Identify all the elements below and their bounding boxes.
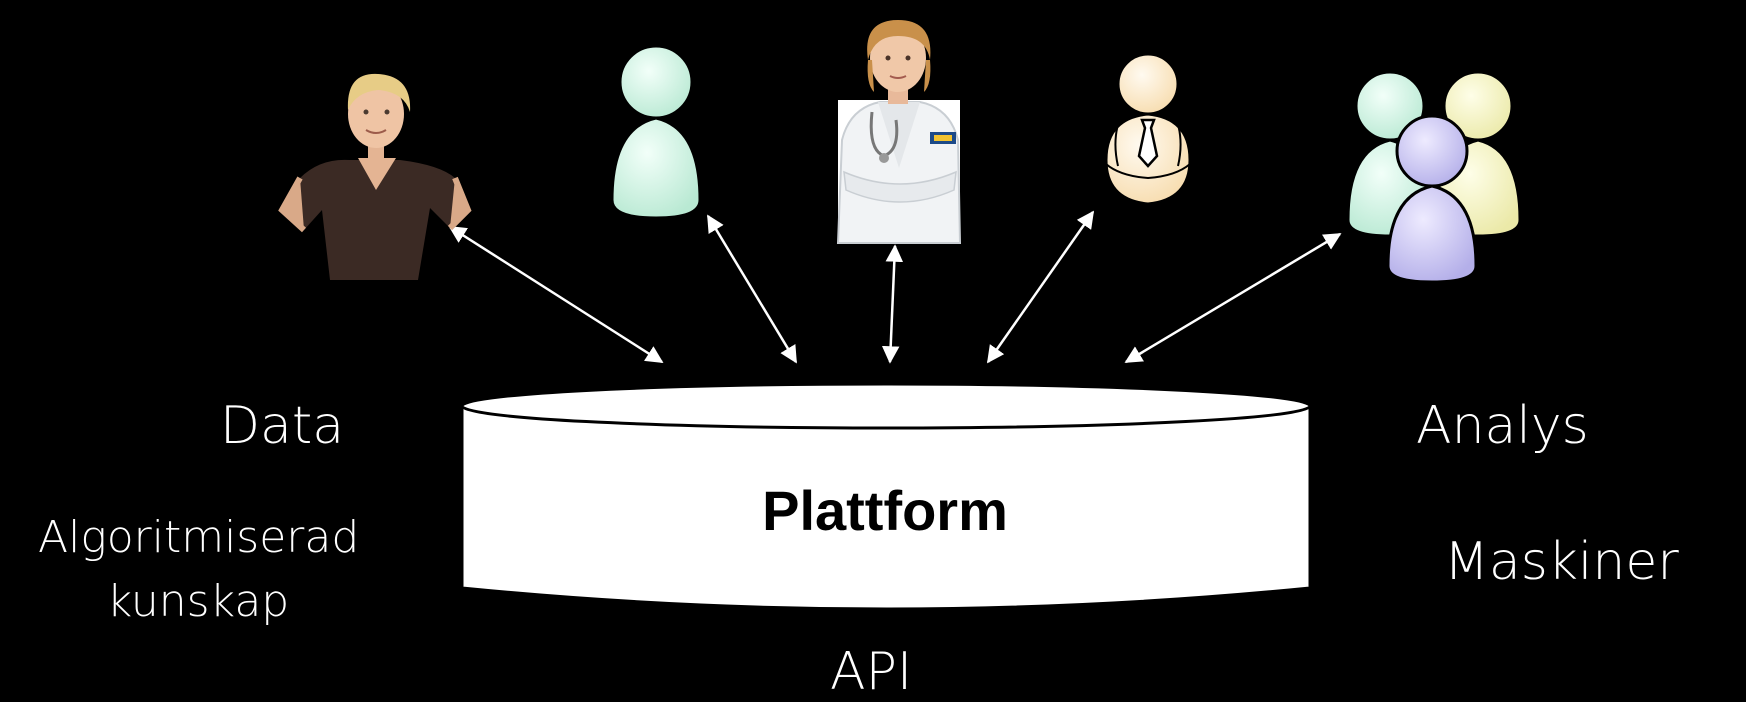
arrow-businessperson: [986, 210, 1095, 364]
api-label: API: [830, 642, 913, 702]
connection-arrows: [448, 210, 1342, 364]
arrow-doctor: [881, 244, 904, 364]
analysis-label: Analys: [1416, 396, 1589, 456]
algorithmic-knowledge-label: Algoritmiserad kunskap: [38, 512, 360, 627]
doctor-photo-icon: [836, 20, 962, 244]
platform-title: Plattform: [762, 479, 1008, 542]
arrow-person: [706, 214, 798, 364]
arrow-woman: [448, 225, 664, 364]
machines-label: Maskiner: [1444, 532, 1679, 592]
arrow-group: [1124, 232, 1342, 364]
platform-cylinder: [460, 382, 1312, 611]
businessperson-icon: [1104, 52, 1192, 206]
person-icon: [610, 44, 702, 220]
woman-photo-icon: [278, 73, 472, 280]
group-icon: [1346, 70, 1522, 284]
data-label: Data: [220, 396, 345, 456]
